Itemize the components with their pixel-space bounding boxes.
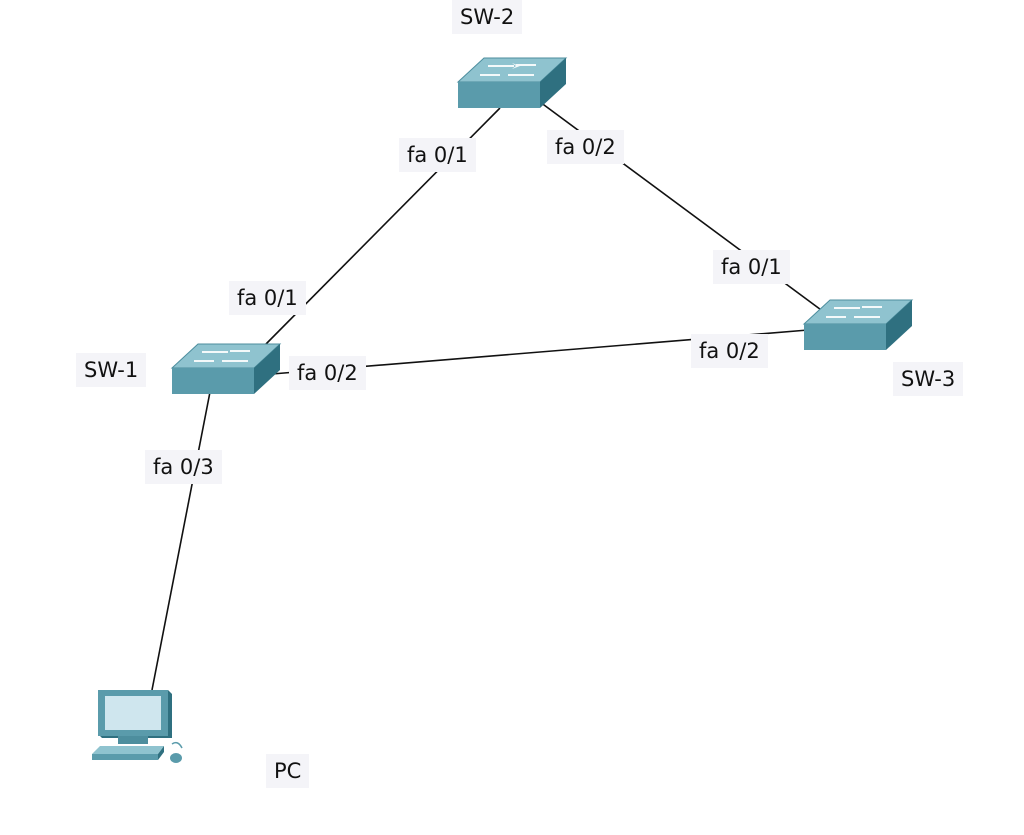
port-label-sw2-to-sw1: fa 0/1 (399, 138, 476, 172)
device-label-sw1: SW-1 (76, 353, 147, 387)
port-label-sw2-to-sw3: fa 0/2 (547, 130, 624, 164)
links (151, 101, 833, 691)
device-label-pc: PC (266, 754, 310, 788)
device-label-sw3: SW-3 (893, 362, 964, 396)
port-label-sw3-to-sw2: fa 0/1 (713, 250, 790, 284)
port-label-sw1-to-sw2: fa 0/1 (229, 281, 306, 315)
switch-icon[interactable] (456, 57, 568, 108)
port-label-sw1-to-sw3: fa 0/2 (289, 356, 366, 390)
port-label-sw1-to-pc: fa 0/3 (145, 450, 222, 484)
switch-icon[interactable] (170, 343, 282, 394)
device-label-sw2: SW-2 (452, 0, 523, 34)
pc-icon[interactable] (92, 690, 183, 763)
link-sw1-pc (151, 391, 211, 691)
port-label-sw3-to-sw1: fa 0/2 (691, 334, 768, 368)
switch-icon[interactable] (802, 299, 914, 350)
